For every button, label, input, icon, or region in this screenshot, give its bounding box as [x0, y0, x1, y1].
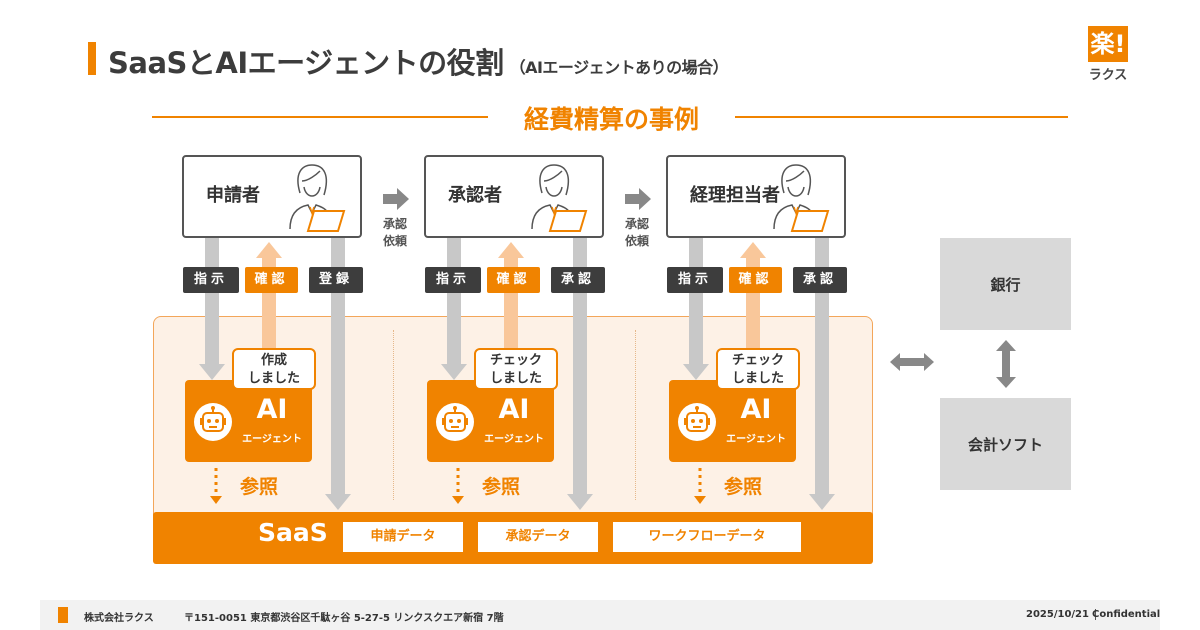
footer-company: 株式会社ラクス	[84, 613, 154, 624]
tag-instruction: 指示	[667, 267, 723, 293]
role-label-line: 承認者	[448, 185, 502, 207]
section-line-right	[735, 116, 1068, 118]
tag-confirm: 確認	[487, 267, 540, 293]
role-label-line: 担当者	[726, 185, 780, 207]
role-label-line: 申請者	[206, 185, 260, 207]
accounting-software-box: 会計ソフト	[940, 398, 1071, 490]
down-arrow-icon	[199, 364, 225, 380]
dotted-down-arrow-icon	[210, 468, 222, 504]
reference-label: 参照	[240, 476, 279, 498]
section-line-left	[152, 116, 488, 118]
ai-sublabel: エージェント	[484, 434, 544, 445]
register-down-bar	[331, 237, 345, 497]
ai-agent-box: AI エージェント	[427, 380, 554, 462]
ai-label: AI	[498, 394, 530, 425]
up-arrow-icon	[256, 242, 282, 258]
bubble-line: しました	[247, 371, 300, 386]
panel-divider	[635, 330, 636, 500]
title-text: SaaSとAIエージェントの役割	[108, 46, 504, 80]
dotted-down-arrow-icon	[452, 468, 464, 504]
ai-sublabel: エージェント	[242, 434, 302, 445]
tag-instruction: 指示	[183, 267, 239, 293]
saas-data-workflow: ワークフローデータ	[613, 522, 801, 552]
logo-name: ラクス	[1088, 68, 1128, 83]
vertical-bidirectional-arrow-icon	[996, 340, 1016, 388]
speech-bubble: 作成しました	[232, 348, 316, 390]
role-box: 経理担当者	[666, 155, 846, 238]
footer: 株式会社ラクス 〒151-0051 東京都渋谷区千駄ヶ谷 5-27-5 リンクス…	[40, 600, 1160, 630]
ai-label: AI	[740, 394, 772, 425]
flow-label-line: 承認	[624, 217, 649, 231]
person-with-laptop-icon	[522, 163, 588, 237]
bubble-line: しました	[731, 371, 784, 386]
ai-agent-box: AI エージェント	[669, 380, 796, 462]
ai-agent-box: AI エージェント	[185, 380, 312, 462]
bubble-line: チェック	[731, 353, 784, 368]
tag-instruction: 指示	[425, 267, 481, 293]
dotted-down-arrow-icon	[694, 468, 706, 504]
down-arrow-icon	[325, 494, 351, 510]
tag-action: 承認	[793, 267, 847, 293]
down-arrow-icon	[809, 494, 835, 510]
section-title: 経費精算の事例	[523, 105, 699, 134]
flow-label-line: 依頼	[382, 233, 407, 248]
person-with-laptop-icon	[280, 163, 346, 237]
register-down-bar	[815, 237, 829, 497]
bubble-line: 作成	[260, 353, 287, 368]
role-label: 申請者	[206, 157, 260, 236]
person-with-laptop-icon	[764, 163, 830, 237]
bidirectional-arrow-icon	[890, 353, 934, 371]
title-accent-bar	[88, 42, 96, 75]
page-title: SaaSとAIエージェントの役割 （AIエージェントありの場合）	[108, 40, 729, 82]
footer-logo-icon	[58, 607, 68, 623]
approval-request-label: 承認依頼	[617, 216, 657, 250]
robot-icon	[194, 403, 232, 441]
footer-address: 〒151-0051 東京都渋谷区千駄ヶ谷 5-27-5 リンクスクエア新宿 7階	[184, 613, 504, 624]
down-arrow-icon	[683, 364, 709, 380]
reference-label: 参照	[724, 476, 763, 498]
bubble-line: チェック	[489, 353, 542, 368]
page-subtitle: （AIエージェントありの場合）	[509, 58, 729, 77]
instruction-down-bar	[689, 237, 703, 367]
logo-mark: 楽!	[1088, 26, 1128, 62]
robot-icon	[436, 403, 474, 441]
instruction-down-bar	[447, 237, 461, 367]
role-label: 承認者	[448, 157, 502, 236]
tag-action: 承認	[551, 267, 605, 293]
panel-divider	[393, 330, 394, 500]
footer-date: 2025/10/21	[1026, 609, 1096, 620]
right-arrow-icon	[383, 188, 409, 210]
saas-data-approval: 承認データ	[478, 522, 598, 552]
down-arrow-icon	[441, 364, 467, 380]
tag-confirm: 確認	[729, 267, 782, 293]
role-label: 経理担当者	[690, 157, 780, 236]
bank-box: 銀行	[940, 238, 1071, 330]
up-arrow-icon	[740, 242, 766, 258]
flow-label-line: 依頼	[624, 233, 649, 248]
down-arrow-icon	[567, 494, 593, 510]
up-arrow-icon	[498, 242, 524, 258]
bubble-line: しました	[489, 371, 542, 386]
speech-bubble: チェックしました	[474, 348, 558, 390]
reference-label: 参照	[482, 476, 521, 498]
role-label-line: 経理	[690, 185, 726, 207]
register-down-bar	[573, 237, 587, 497]
ai-label: AI	[256, 394, 288, 425]
footer-confidential: Confidential	[1092, 609, 1161, 620]
right-arrow-icon	[625, 188, 651, 210]
flow-label-line: 承認	[382, 217, 407, 231]
speech-bubble: チェックしました	[716, 348, 800, 390]
role-box: 申請者	[182, 155, 362, 238]
rakus-logo: 楽! ラクス	[1082, 26, 1134, 83]
saas-data-application: 申請データ	[343, 522, 463, 552]
role-box: 承認者	[424, 155, 604, 238]
approval-request-label: 承認依頼	[375, 216, 415, 250]
robot-icon	[678, 403, 716, 441]
instruction-down-bar	[205, 237, 219, 367]
saas-label: SaaS	[258, 518, 328, 547]
ai-sublabel: エージェント	[726, 434, 786, 445]
tag-confirm: 確認	[245, 267, 298, 293]
tag-action: 登録	[309, 267, 363, 293]
